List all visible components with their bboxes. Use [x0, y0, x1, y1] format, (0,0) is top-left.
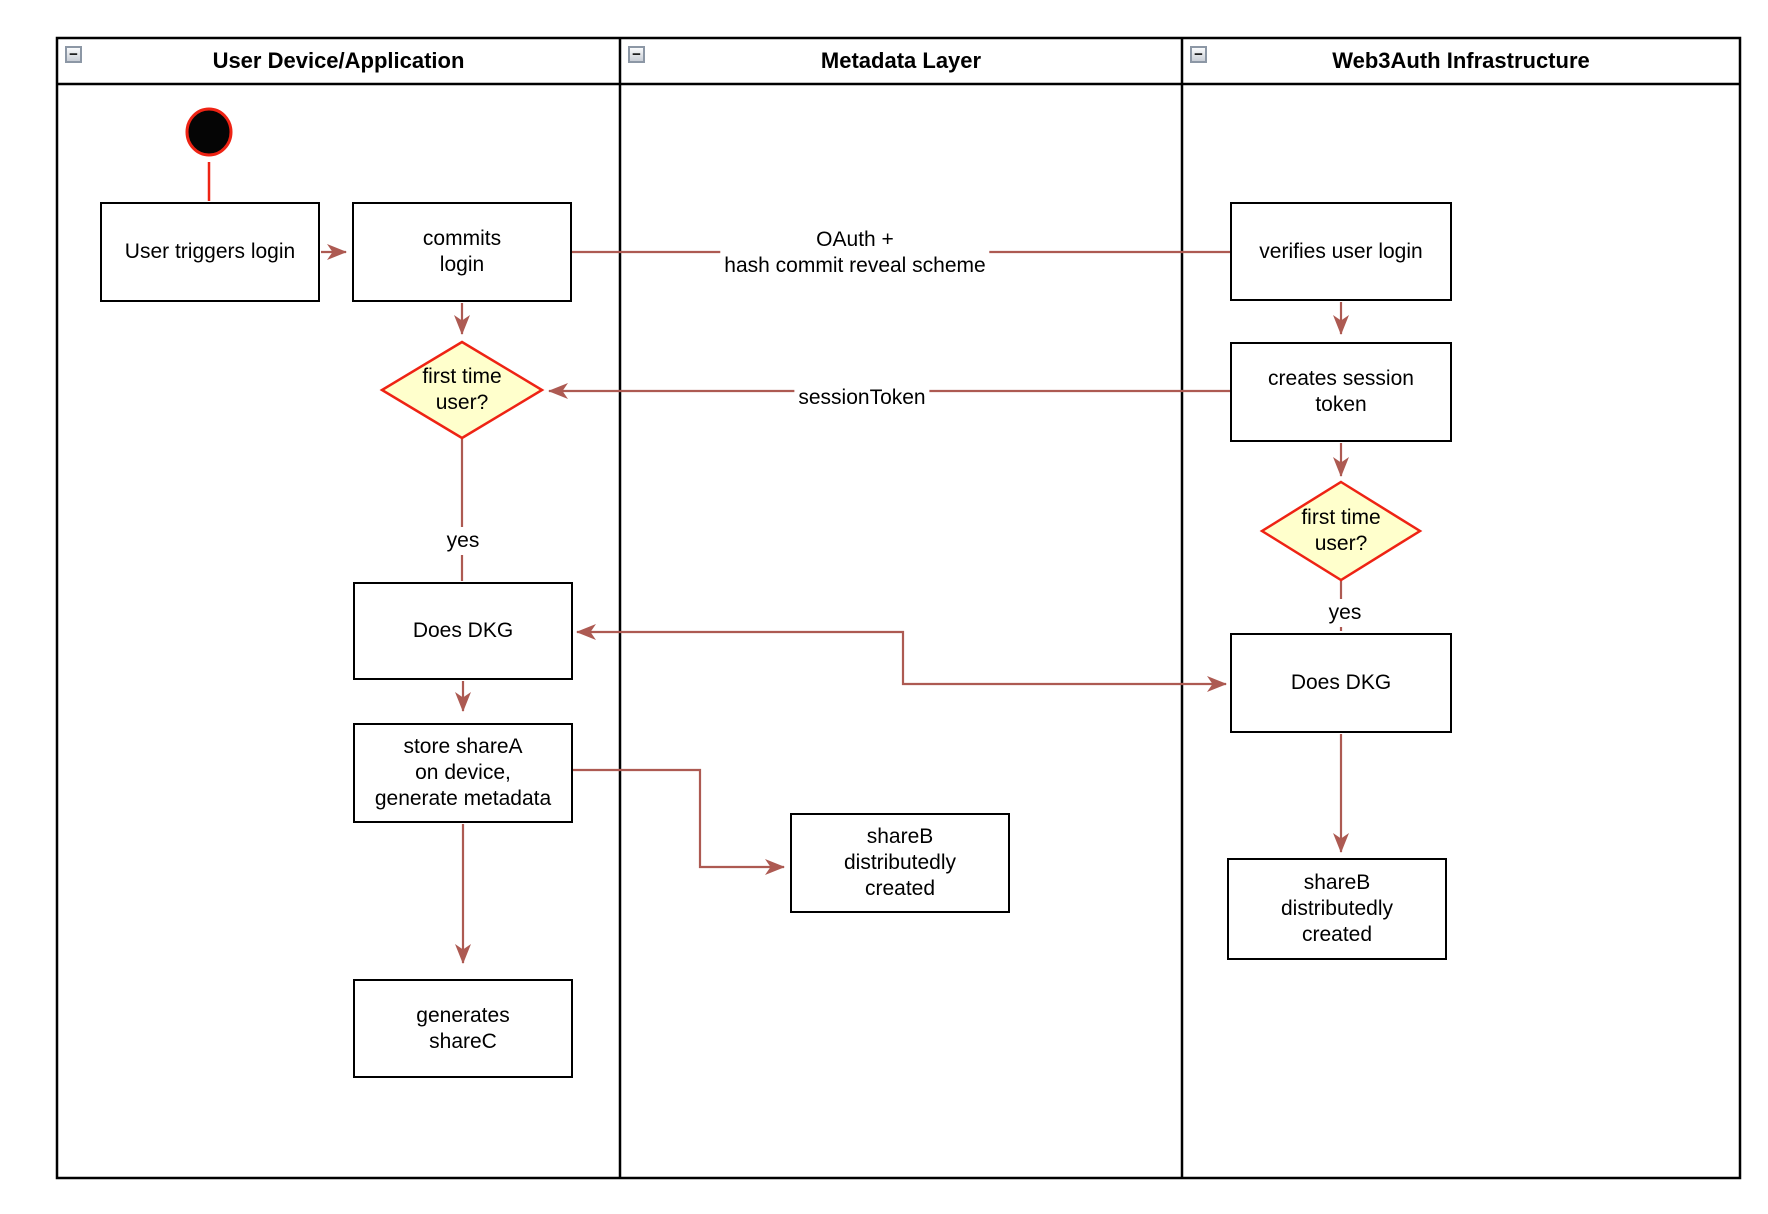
lane-title-metadata-layer: Metadata Layer — [820, 48, 982, 73]
lane-header-web3auth-infrastructure: − Web3Auth Infrastructure — [1182, 38, 1740, 84]
lane-title-user-device: User Device/Application — [212, 48, 465, 73]
minus-icon[interactable]: − — [628, 46, 645, 63]
lane-header-metadata-layer: − Metadata Layer — [620, 38, 1182, 84]
node-store-sharea: store shareA on device, generate metadat… — [353, 723, 573, 823]
node-creates-session-token: creates session token — [1230, 342, 1452, 442]
node-generates-sharec: generates shareC — [353, 979, 573, 1078]
node-verifies-user-login: verifies user login — [1230, 202, 1452, 301]
swimlane-frame — [55, 36, 1742, 1180]
edge-label-session-token: sessionToken — [794, 384, 930, 412]
node-shareb-metadata: shareB distributedly created — [790, 813, 1010, 913]
edge-label-yes-right: yes — [1324, 599, 1366, 627]
edge-label-oauth-hash-commit: OAuth + hash commit reveal scheme — [720, 226, 990, 280]
edge-dkg-left-dkg-right-bidirectional — [576, 624, 1227, 692]
node-shareb-web3auth: shareB distributedly created — [1227, 858, 1447, 960]
minus-icon[interactable]: − — [1190, 46, 1207, 63]
node-does-dkg-left: Does DKG — [353, 582, 573, 680]
initial-state-dot — [185, 107, 233, 157]
node-does-dkg-right: Does DKG — [1230, 633, 1452, 733]
lane-header-user-device: − User Device/Application — [57, 38, 620, 84]
node-commits-login: commits login — [352, 202, 572, 302]
lane-title-web3auth-infrastructure: Web3Auth Infrastructure — [1332, 48, 1590, 73]
edge-label-yes-left: yes — [442, 527, 484, 555]
node-user-triggers-login: User triggers login — [100, 202, 320, 302]
edge-store-sharea-to-shareb-metadata — [573, 768, 785, 875]
decision-first-time-user-right — [1259, 480, 1423, 582]
decision-first-time-user-left — [379, 340, 545, 440]
minus-icon[interactable]: − — [65, 46, 82, 63]
